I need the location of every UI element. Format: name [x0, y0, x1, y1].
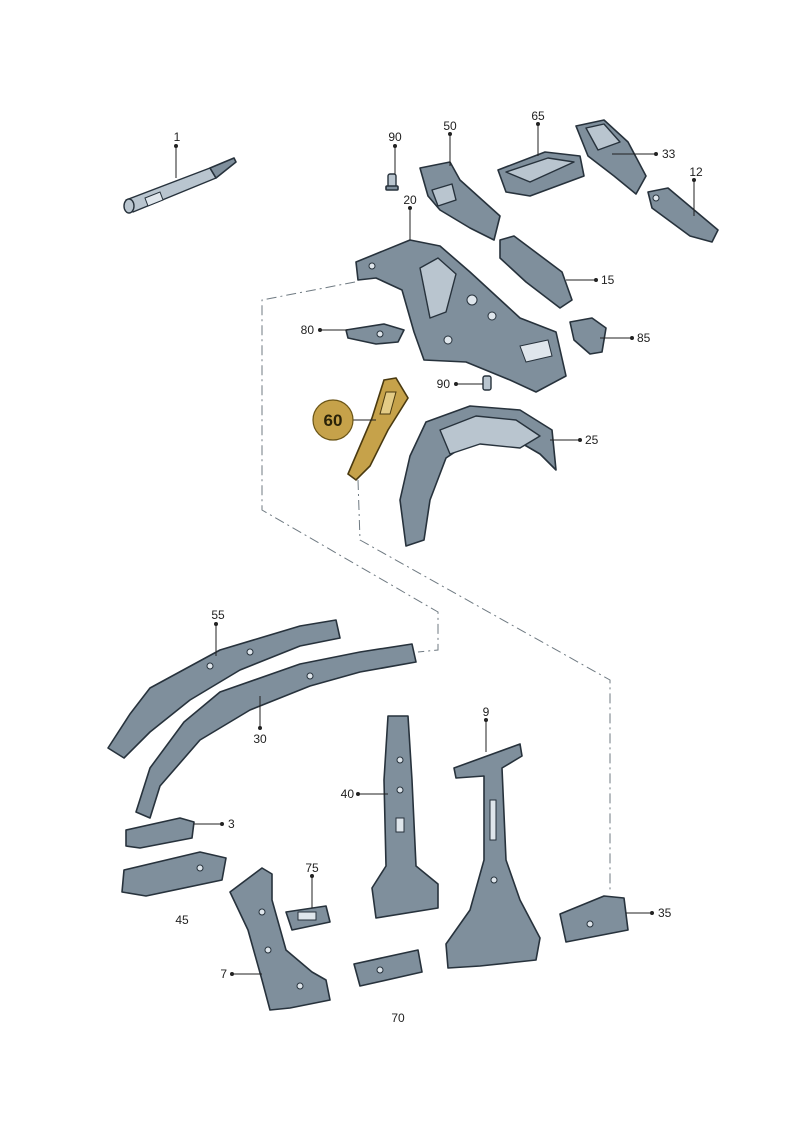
label-85: 85: [637, 331, 651, 345]
label-90-top: 90: [388, 130, 402, 144]
label-70: 70: [391, 1011, 405, 1025]
part-90-clip-top[interactable]: [385, 173, 399, 191]
part-9-b-pillar[interactable]: [445, 743, 541, 969]
label-25: 25: [585, 433, 599, 447]
label-7: 7: [220, 967, 227, 981]
label-45: 45: [175, 913, 189, 927]
part-1-sealant-tube[interactable]: [123, 157, 237, 214]
part-85-bracket[interactable]: [569, 317, 607, 355]
part-12-bracket[interactable]: [647, 187, 719, 243]
label-3: 3: [228, 817, 235, 831]
label-35: 35: [658, 906, 672, 920]
label-12: 12: [689, 165, 703, 179]
leader-lines: [174, 122, 696, 976]
label-90-lower: 90: [437, 377, 451, 391]
label-1: 1: [174, 130, 181, 144]
part-90-clip-lower[interactable]: [482, 375, 492, 391]
part-75-bracket[interactable]: [285, 905, 331, 931]
part-60-highlighted-reinforcement[interactable]: [347, 377, 409, 482]
part-35-sill-end[interactable]: [559, 895, 629, 943]
part-70-sill-bracket[interactable]: [353, 949, 423, 987]
part-30-side-frame-rail[interactable]: [135, 643, 417, 819]
part-7-a-pillar[interactable]: [229, 867, 331, 1011]
label-50: 50: [443, 119, 457, 133]
highlighted-part-badge[interactable]: 60: [312, 399, 354, 441]
part-15-reinforcement[interactable]: [499, 235, 573, 309]
part-45-sill-reinforcement[interactable]: [121, 851, 227, 897]
part-25-wheelhouse[interactable]: [399, 405, 557, 547]
part-3-reinforcement[interactable]: [125, 817, 195, 849]
label-9: 9: [483, 705, 490, 719]
part-33-gusset[interactable]: [575, 119, 647, 195]
part-80-bracket[interactable]: [345, 323, 405, 345]
label-80: 80: [301, 323, 315, 337]
label-55: 55: [211, 608, 225, 622]
label-20: 20: [403, 193, 417, 207]
assembly-guide-lines: [261, 281, 611, 890]
label-40: 40: [341, 787, 355, 801]
badge-label-60: 60: [324, 411, 343, 430]
part-65-reinforcement[interactable]: [497, 151, 585, 197]
part-labels: 1 90 50 65 33 12 20 15 80 85 90 25 55 30…: [174, 109, 703, 1025]
part-20-inner-side-panel[interactable]: [355, 239, 567, 393]
label-33: 33: [662, 147, 676, 161]
part-40-b-pillar-inner[interactable]: [371, 715, 439, 919]
part-55-roof-rail[interactable]: [107, 619, 341, 759]
label-65: 65: [531, 109, 545, 123]
label-75: 75: [305, 861, 319, 875]
label-15: 15: [601, 273, 615, 287]
part-50-bracket[interactable]: [419, 161, 501, 241]
label-30: 30: [253, 732, 267, 746]
